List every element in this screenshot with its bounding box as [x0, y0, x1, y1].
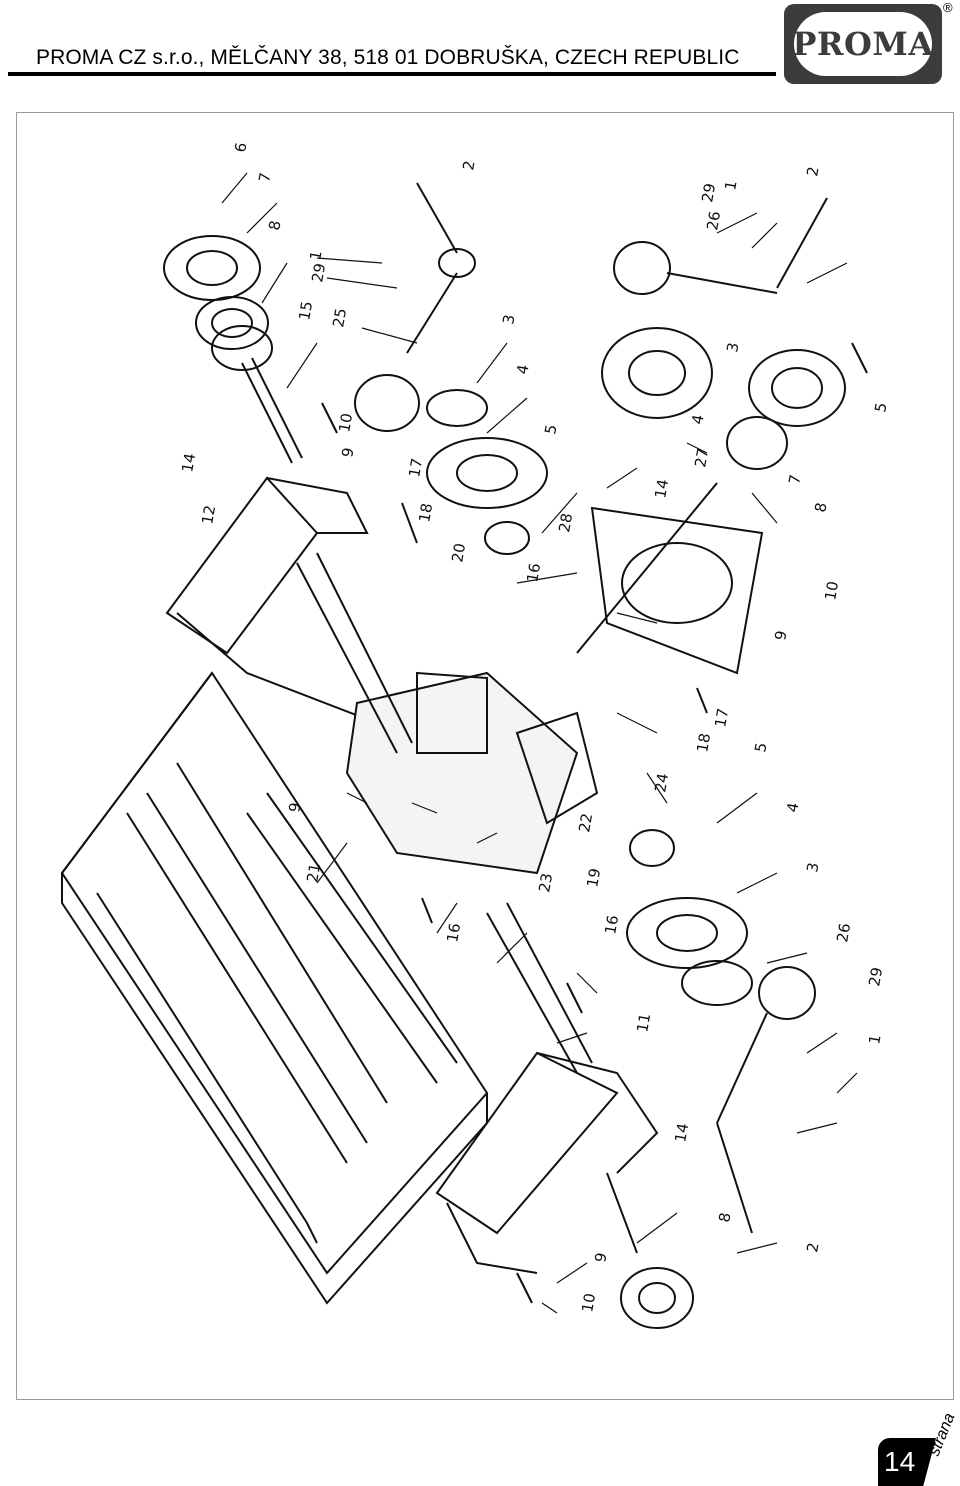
bolt	[566, 982, 583, 1014]
page-number: 14	[884, 1446, 916, 1477]
lower-carriage-plate	[435, 1051, 619, 1235]
callout: 2	[459, 159, 478, 172]
registered-mark: ®	[943, 0, 953, 15]
handle-lower	[716, 1012, 768, 1124]
gear-dial-right	[601, 327, 713, 419]
callout: 2	[803, 1241, 822, 1254]
exploded-parts-diagram: 6 7 8 15 29 1 25 3 2 4 10 9 14 12 17 18 …	[16, 112, 954, 1400]
proma-logo: PROMA	[784, 4, 942, 84]
callout: 25	[329, 307, 350, 329]
company-address: PROMA CZ s.r.o., MĚLČANY 38, 518 01 DOBR…	[36, 46, 740, 69]
callout: 11	[633, 1012, 654, 1034]
callout: 17	[711, 707, 732, 729]
callout: 22	[575, 812, 596, 834]
flange-right	[748, 349, 846, 427]
callout: 27	[691, 447, 712, 469]
callout: 28	[555, 512, 576, 534]
callout: 3	[723, 341, 742, 354]
handle-upper-left	[416, 182, 458, 254]
square-flange	[590, 506, 764, 675]
callout: 26	[703, 210, 724, 232]
callout: 9	[338, 446, 357, 459]
bolt	[696, 687, 708, 714]
gear-dial-upper	[426, 437, 548, 509]
flange-6-7	[163, 235, 261, 301]
callout: 4	[783, 801, 802, 814]
callout: 10	[821, 580, 842, 602]
callout: 1	[721, 179, 740, 192]
callout: 23	[535, 872, 556, 894]
callout: 19	[583, 867, 604, 889]
bolt	[401, 502, 418, 544]
callout: 16	[601, 914, 622, 936]
callout: 20	[448, 542, 469, 564]
callout: 21	[303, 862, 324, 884]
right-lead-screw	[576, 482, 718, 654]
callout: 9	[285, 801, 304, 814]
callout: 4	[513, 363, 532, 376]
callout: 7	[255, 171, 274, 184]
callout: 1	[865, 1033, 884, 1046]
callout: 26	[833, 922, 854, 944]
callout-numbers: 6 7 8 15 29 1 25 3 2 4 10 9 14 12 17 18 …	[178, 141, 890, 1314]
callout: 5	[541, 423, 560, 436]
callout: 10	[335, 412, 356, 434]
callout: 18	[415, 502, 436, 524]
bolt	[516, 1272, 533, 1304]
callout: 29	[308, 262, 329, 284]
cross-slide-block	[345, 671, 579, 875]
bolt	[421, 897, 433, 924]
callout: 10	[578, 1292, 599, 1314]
logo-text: PROMA	[792, 25, 934, 63]
callout: 29	[865, 966, 886, 988]
upper-shaft	[241, 362, 293, 464]
callout: 12	[198, 504, 219, 526]
callout: 3	[499, 313, 518, 326]
callout: 14	[178, 452, 199, 474]
parts-drawing: 6 7 8 15 29 1 25 3 2 4 10 9 14 12 17 18 …	[60, 141, 891, 1329]
lower-shaft	[606, 1172, 638, 1254]
callout: 8	[811, 501, 830, 514]
bearing-lower	[620, 1267, 694, 1329]
callout: 4	[688, 413, 707, 426]
page-word: strana	[926, 1410, 959, 1459]
callout: 9	[591, 1251, 610, 1264]
handle-right	[666, 272, 778, 294]
ball-knob-lower	[758, 966, 816, 1020]
bearing-8	[195, 296, 269, 350]
gear-dial-lower	[626, 897, 748, 969]
callout: 29	[698, 182, 719, 204]
callout: 6	[231, 141, 250, 154]
upper-lead-screw	[296, 562, 398, 754]
callout: 14	[651, 478, 672, 500]
callout: 17	[405, 457, 426, 479]
callout: 5	[871, 401, 890, 414]
callout: 14	[671, 1122, 692, 1144]
callout: 3	[803, 861, 822, 874]
callout: 16	[443, 922, 464, 944]
callout: 1	[306, 249, 325, 262]
bolt	[321, 402, 338, 434]
ball-knob-right	[613, 241, 671, 295]
callout: 24	[651, 772, 672, 794]
callout: 8	[715, 1211, 734, 1224]
bearing-right	[726, 416, 788, 470]
callout: 7	[785, 473, 804, 486]
bolt	[851, 342, 868, 374]
callout: 9	[771, 629, 790, 642]
callout: 8	[265, 219, 284, 232]
callout: 2	[803, 165, 822, 178]
callout: 5	[751, 741, 770, 754]
callout: 15	[295, 300, 316, 322]
callout: 16	[523, 562, 544, 584]
header-rule	[8, 72, 776, 76]
upper-carriage-plate	[165, 476, 319, 655]
lower-lead-screw	[486, 912, 578, 1074]
callout: 18	[693, 732, 714, 754]
